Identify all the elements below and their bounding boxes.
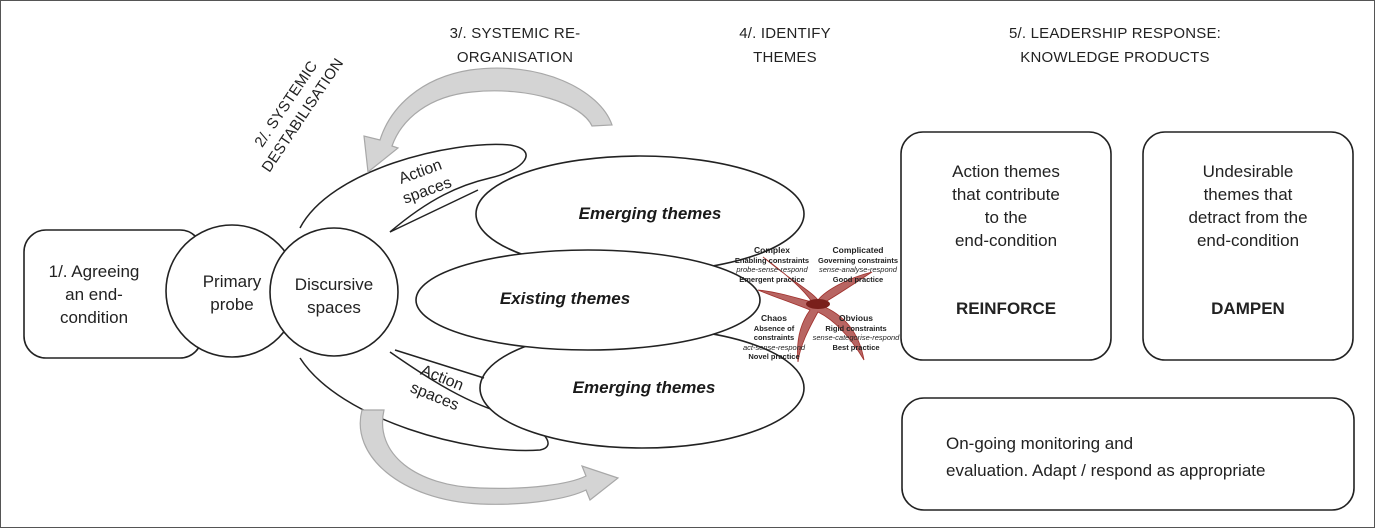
cynefin-complicated-method: sense-analyse-respond [819, 265, 897, 274]
cynefin-complex-practice: Emergent practice [739, 274, 805, 284]
cynefin-obvious-practice: Best practice [832, 342, 880, 352]
header-3-line1: 3/. SYSTEMIC RE- [449, 25, 581, 42]
monitoring-line2: evaluation. Adapt / respond as appropria… [946, 461, 1266, 480]
cynefin-chaos-title: Chaos [761, 313, 787, 323]
reinforce-line2: that contribute [952, 185, 1060, 204]
dampen-box [1142, 131, 1354, 361]
dampen-line3: detract from the [1188, 208, 1308, 227]
reinforce-box-text: Action themes that contribute to the end… [901, 160, 1111, 252]
cynefin-complicated-practice: Good practice [832, 274, 884, 284]
cynefin-complex-constraint: Enabling constraints [734, 255, 810, 265]
primary-probe-label: Primary probe [182, 270, 282, 316]
cynefin-chaos-constraint: Absence of constraints [753, 323, 795, 343]
header-systemic-reorganisation: 3/. SYSTEMIC RE- ORGANISATION [400, 22, 630, 70]
dampen-label: DAMPEN [1211, 299, 1285, 318]
cynefin-complicated-title: Complicated [832, 245, 884, 255]
step1-line1: 1/. Agreeing [48, 262, 140, 281]
cynefin-obvious-title: Obvious [838, 313, 873, 323]
emerging-themes-top-label: Emerging themes [578, 204, 722, 223]
cynefin-complicated-constraint: Governing constraints [817, 255, 898, 265]
reinforce-line4: end-condition [954, 231, 1058, 250]
arrow-reorganisation-top [363, 67, 613, 174]
primary-probe-line2: probe [210, 295, 254, 314]
cynefin-complicated: Complicated Governing constraints sense-… [812, 245, 904, 284]
cynefin-framework-icon [757, 256, 873, 363]
cynefin-obvious: Obvious Rigid constraints sense-categori… [810, 313, 902, 352]
connector-bottom [394, 349, 485, 379]
discursive-line2: spaces [307, 298, 361, 317]
step1-text: 1/. Agreeing an end- condition [24, 260, 164, 329]
step1-line2: an end- [65, 285, 123, 304]
primary-probe-line1: Primary [202, 272, 262, 291]
monitoring-line1: On-going monitoring and [946, 434, 1134, 453]
monitoring-box [901, 397, 1355, 511]
header-4-line2: THEMES [753, 49, 817, 66]
monitoring-box-text: On-going monitoring and evaluation. Adap… [946, 430, 1326, 484]
existing-themes-ellipse [415, 249, 761, 351]
reinforce-box [900, 131, 1112, 361]
reinforce-label: REINFORCE [955, 299, 1057, 318]
dampen-line4: end-condition [1196, 231, 1300, 250]
action-spaces-top-band [299, 143, 527, 233]
reinforce-line1: Action themes [952, 162, 1060, 181]
header-5-line2: KNOWLEDGE PRODUCTS [1020, 49, 1210, 66]
header-4-line1: 4/. IDENTIFY [739, 25, 831, 42]
discursive-line1: Discursive [294, 275, 374, 294]
reinforce-line3: to the [984, 208, 1028, 227]
dampen-box-text: Undesirable themes that detract from the… [1143, 160, 1353, 252]
cynefin-complex: Complex Enabling constraints probe-sense… [732, 245, 812, 284]
cynefin-chaos: Chaos Absence of constraints act-sense-r… [734, 313, 814, 362]
dampen-line2: themes that [1203, 185, 1293, 204]
cynefin-chaos-method: act-sense-respond [742, 342, 806, 352]
existing-themes-label: Existing themes [499, 289, 631, 308]
cynefin-chaos-practice: Novel practice [748, 352, 800, 361]
cynefin-complex-method: probe-sense-respond [736, 265, 808, 274]
step1-line3: condition [59, 308, 129, 327]
arrow-reorganisation-bottom [359, 409, 620, 505]
cynefin-obvious-method: sense-categorise-respond [812, 333, 900, 342]
header-5-line1: 5/. LEADERSHIP RESPONSE: [1008, 25, 1222, 42]
cynefin-obvious-constraint: Rigid constraints [825, 323, 887, 333]
header-3-line2: ORGANISATION [456, 49, 574, 66]
emerging-themes-bottom-label: Emerging themes [572, 378, 716, 397]
header-leadership-response: 5/. LEADERSHIP RESPONSE: KNOWLEDGE PRODU… [980, 22, 1250, 70]
dampen-line1: Undesirable [1202, 162, 1294, 181]
discursive-spaces-label: Discursive spaces [279, 273, 389, 319]
discursive-spaces-circle [269, 227, 399, 357]
cynefin-complex-title: Complex [754, 245, 790, 255]
connector-top [389, 189, 479, 233]
header-identify-themes: 4/. IDENTIFY THEMES [700, 22, 870, 70]
